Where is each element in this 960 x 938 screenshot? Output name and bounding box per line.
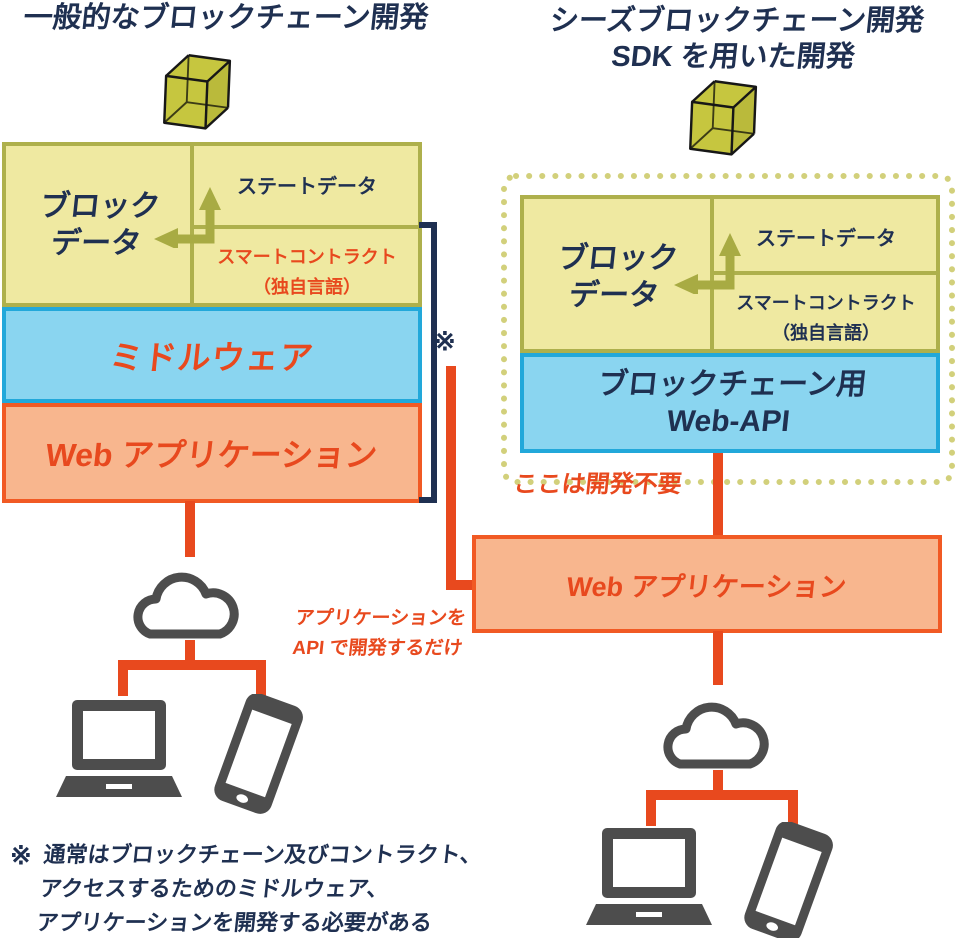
left-connector-split xyxy=(118,660,266,670)
bracket-top-tick xyxy=(419,222,437,228)
left-webapp-box: Web アプリケーション xyxy=(2,403,422,503)
cube-icon xyxy=(163,54,232,130)
big-arrow-horizontal xyxy=(446,580,490,590)
right-connector-drop xyxy=(788,790,798,826)
right-connector-drop xyxy=(646,790,656,826)
arrow-note: アプリケーションを API で開発するだけ xyxy=(291,608,468,659)
right-connector-line xyxy=(713,453,723,535)
left-box-horizontal-divider xyxy=(194,225,418,229)
left-state-data-label: ステートデータ xyxy=(237,176,377,198)
left-webapp-label: Web アプリケーション xyxy=(44,437,380,473)
no-dev-note: ここは開発不要 xyxy=(512,471,684,498)
left-connector-line xyxy=(185,501,195,557)
elbow-arrow-icon xyxy=(674,233,741,294)
right-box-horizontal-divider xyxy=(714,271,936,275)
laptop-icon xyxy=(56,700,182,797)
bracket xyxy=(431,222,437,503)
left-smart-contract-label: スマートコントラクト （独自言語） xyxy=(217,247,397,297)
right-webapi-box: ブロックチェーン用 Web-API xyxy=(520,353,940,453)
left-middleware-box: ミドルウェア xyxy=(2,307,422,403)
right-webapp-label: Web アプリケーション xyxy=(565,571,849,602)
bracket-bottom-tick xyxy=(419,497,437,503)
middleware-label: ミドルウェア xyxy=(107,339,316,376)
left-connector-line xyxy=(185,640,195,666)
cube-icon xyxy=(689,80,758,156)
right-connector-line xyxy=(713,770,723,796)
smartphone-icon xyxy=(744,822,833,938)
right-box-vertical-divider xyxy=(710,199,714,349)
webapi-label: ブロックチェーン用 Web-API xyxy=(595,368,868,438)
left-title: 一般的なブロックチェーン開発 xyxy=(22,2,430,34)
no-dev-zone-border xyxy=(501,173,955,485)
right-connector-split xyxy=(646,790,798,800)
right-state-data-label: ステートデータ xyxy=(756,228,896,250)
smartphone-icon xyxy=(214,694,303,814)
right-connector-line xyxy=(713,631,723,685)
footnote: 通常はブロックチェーン及びコントラクト、 アクセスするためのミドルウェア、 アプ… xyxy=(35,842,484,935)
bracket-ref-mark: ※ xyxy=(434,326,456,356)
elbow-arrow-icon xyxy=(154,187,221,248)
right-title: シーズブロックチェーン開発 SDK を用いた開発 xyxy=(548,5,926,73)
left-connector-drop xyxy=(256,660,266,696)
left-connector-drop xyxy=(118,660,128,696)
right-smart-contract-label: スマートコントラクト （独自言語） xyxy=(736,293,916,343)
cloud-icon xyxy=(133,572,239,639)
right-webapp-box: Web アプリケーション xyxy=(472,535,942,633)
laptop-icon xyxy=(586,828,712,925)
cloud-icon xyxy=(663,702,769,769)
big-arrow-vertical xyxy=(446,366,456,588)
footnote-mark: ※ xyxy=(10,840,32,870)
left-box-vertical-divider xyxy=(190,146,194,303)
